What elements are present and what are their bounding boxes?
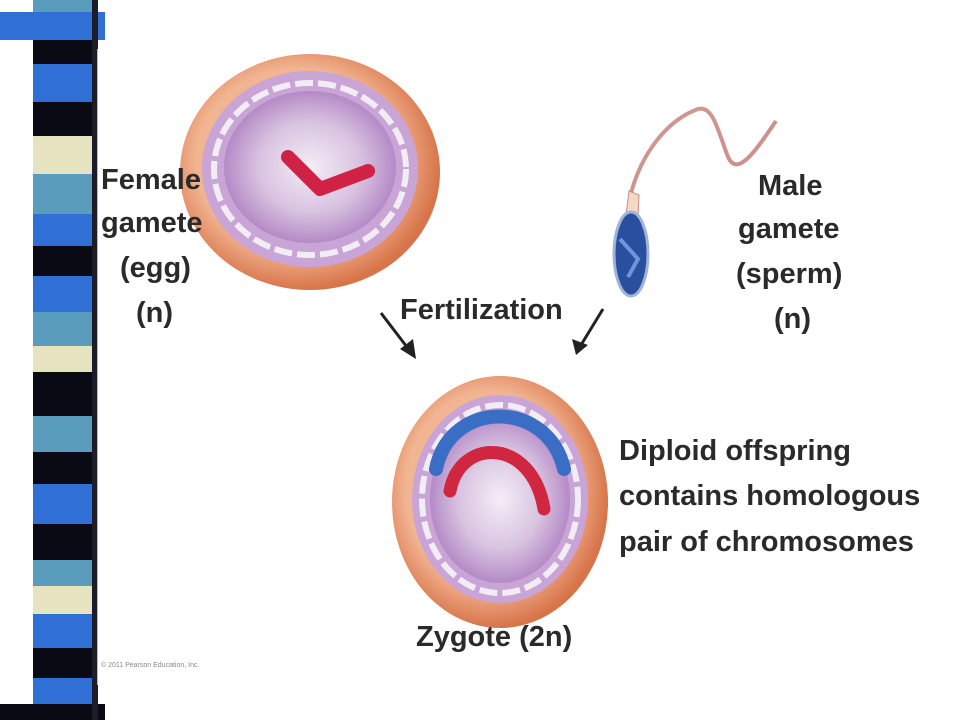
sidebar-stripe xyxy=(33,614,92,648)
sidebar-stripe xyxy=(33,452,92,484)
male-ploidy: (n) xyxy=(774,303,811,335)
female-label-line1: Female xyxy=(101,164,201,196)
arrow-from-sperm-head xyxy=(572,339,588,355)
fertilization-diagram: Female gamete (egg) (n) Male gamete (spe… xyxy=(97,49,938,685)
sidebar-stripe xyxy=(33,372,92,416)
maternal-chromosome xyxy=(281,150,375,196)
sidebar-stripe xyxy=(33,246,92,276)
sidebar-stripe xyxy=(33,136,92,174)
sidebar-stripe xyxy=(0,704,105,720)
sidebar-stripe xyxy=(33,214,92,246)
sidebar-stripe xyxy=(33,102,92,136)
male-label-line3: (sperm) xyxy=(736,258,842,290)
maternal-homolog xyxy=(443,446,551,516)
sidebar-stripe xyxy=(33,648,92,678)
arrow-from-egg-head xyxy=(400,339,416,359)
egg-nucleus xyxy=(224,91,396,243)
zygote-label: Zygote (2n) xyxy=(416,621,572,653)
offspring-caption: Diploid offspring contains homologous pa… xyxy=(619,435,920,558)
sidebar-stripe xyxy=(33,64,92,102)
offspring-line1: Diploid offspring xyxy=(619,435,851,467)
offspring-line3: pair of chromosomes xyxy=(619,526,914,558)
fertilization-label: Fertilization xyxy=(400,294,563,326)
egg-cell xyxy=(180,54,440,290)
sidebar-stripe xyxy=(33,346,92,372)
copyright-notice: © 2011 Pearson Education, Inc. xyxy=(101,661,199,669)
male-gamete-label: Male gamete (sperm) (n) xyxy=(736,170,842,335)
sidebar-stripe xyxy=(33,0,92,12)
female-label-line3: (egg) xyxy=(120,252,191,284)
sidebar-stripe xyxy=(33,560,92,586)
sidebar-stripe xyxy=(0,12,105,40)
sperm-cell xyxy=(612,106,778,298)
female-ploidy: (n) xyxy=(136,297,173,329)
sidebar-stripe xyxy=(33,484,92,524)
zygote-cell xyxy=(392,376,608,628)
sidebar-stripe xyxy=(33,524,92,560)
sidebar-stripe xyxy=(33,312,92,346)
sidebar-stripe xyxy=(33,174,92,214)
offspring-line2: contains homologous xyxy=(619,480,920,512)
sidebar-stripe xyxy=(33,416,92,452)
sidebar-stripe xyxy=(33,678,92,704)
arrow-from-sperm xyxy=(579,308,605,346)
zygote-nuclear-envelope xyxy=(419,402,581,596)
sidebar-stripe xyxy=(33,586,92,614)
egg-nuclear-envelope xyxy=(211,80,409,258)
sperm-tail xyxy=(629,106,778,194)
sidebar-spine xyxy=(92,0,98,720)
sidebar-stripe xyxy=(33,276,92,312)
fertilization-figure: Female gamete (egg) (n) Male gamete (spe… xyxy=(101,54,920,669)
fertilization-arrows xyxy=(379,308,605,359)
male-label-line1: Male xyxy=(758,170,822,202)
paternal-homolog xyxy=(429,409,571,476)
male-label-line2: gamete xyxy=(738,213,840,245)
female-gamete-label: Female gamete (egg) (n) xyxy=(101,164,203,329)
female-label-line2: gamete xyxy=(101,207,203,239)
paternal-chromosome xyxy=(618,237,641,278)
sidebar-stripe xyxy=(33,40,92,64)
arrow-from-egg xyxy=(379,312,412,352)
decorative-sidebar xyxy=(0,0,112,720)
